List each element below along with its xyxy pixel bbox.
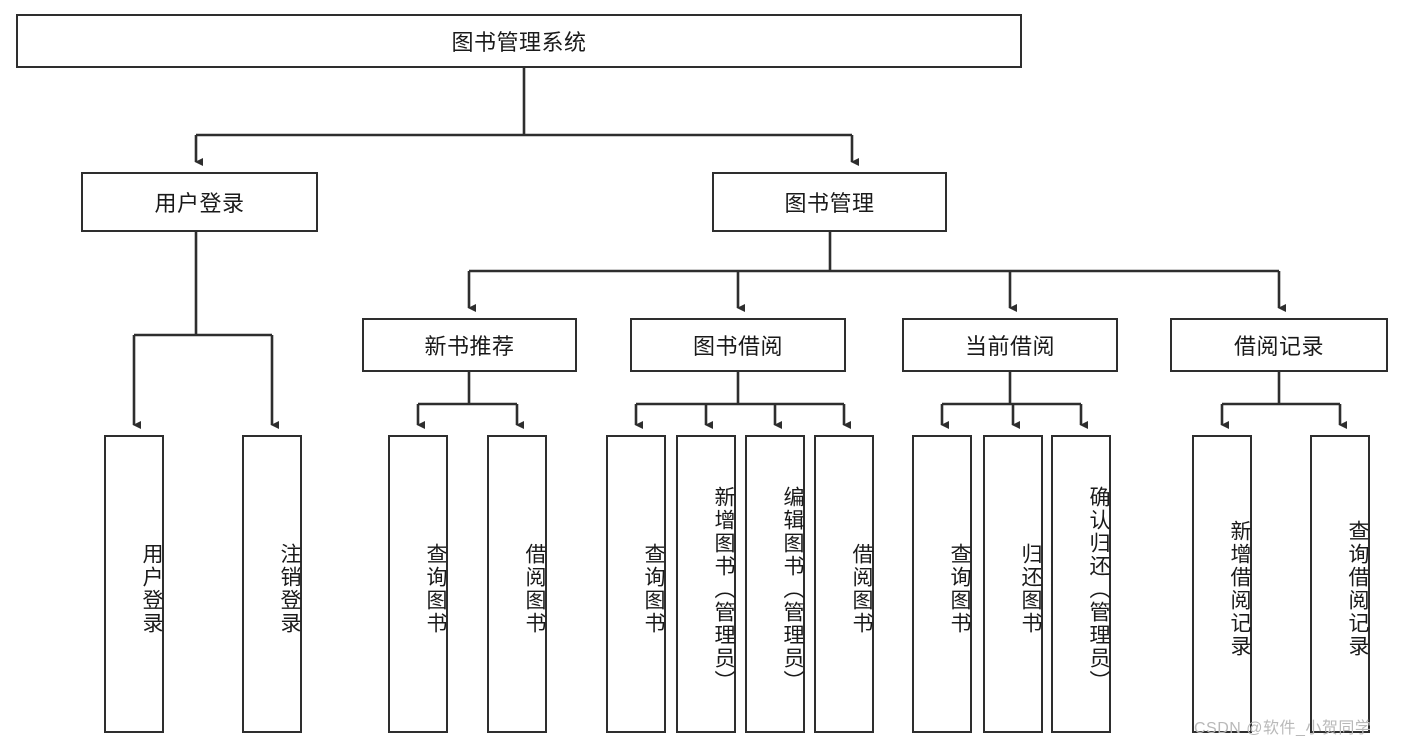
node-leaf-logout[interactable]: 注销登录: [242, 435, 302, 733]
node-label-borrow-record: 借阅记录: [1233, 334, 1324, 359]
node-leaf-add-record[interactable]: 新增借阅记录: [1192, 435, 1252, 733]
node-leaf-confirm-return[interactable]: 确认归还（管理员）: [1051, 435, 1111, 733]
node-current-borrow[interactable]: 当前借阅: [902, 318, 1118, 372]
node-leaf-return-book[interactable]: 归还图书: [983, 435, 1043, 733]
node-book-borrow[interactable]: 图书借阅: [630, 318, 846, 372]
node-label-leaf-query-book-1: 查询图书: [424, 543, 447, 635]
node-label-leaf-return-book: 归还图书: [1019, 543, 1042, 635]
node-label-leaf-user-login: 用户登录: [140, 543, 163, 635]
csdn-watermark: CSDN @软件_小贺同学: [1194, 720, 1372, 737]
node-label-leaf-confirm-return: 确认归还（管理员）: [1087, 485, 1110, 693]
node-leaf-borrow-book-2[interactable]: 借阅图书: [814, 435, 874, 733]
node-label-book-borrow: 图书借阅: [692, 334, 783, 359]
node-label-leaf-query-book-2: 查询图书: [642, 543, 665, 635]
node-label-leaf-borrow-book-1: 借阅图书: [523, 543, 546, 635]
node-root[interactable]: 图书管理系统: [16, 14, 1022, 68]
node-user-login[interactable]: 用户登录: [81, 172, 318, 232]
node-label-leaf-edit-book: 编辑图书（管理员）: [781, 485, 804, 693]
node-label-leaf-query-book-3: 查询图书: [948, 543, 971, 635]
node-label-leaf-add-book: 新增图书（管理员）: [712, 485, 735, 693]
node-leaf-query-book-3[interactable]: 查询图书: [912, 435, 972, 733]
node-leaf-edit-book[interactable]: 编辑图书（管理员）: [745, 435, 805, 733]
node-leaf-add-book[interactable]: 新增图书（管理员）: [676, 435, 736, 733]
node-leaf-query-book-2[interactable]: 查询图书: [606, 435, 666, 733]
node-label-root: 图书管理系统: [451, 30, 587, 55]
node-label-leaf-borrow-book-2: 借阅图书: [850, 543, 873, 635]
node-label-leaf-query-record: 查询借阅记录: [1346, 520, 1369, 658]
node-label-leaf-logout: 注销登录: [278, 543, 301, 635]
node-leaf-borrow-book-1[interactable]: 借阅图书: [487, 435, 547, 733]
node-label-book-manage: 图书管理: [784, 191, 875, 216]
node-borrow-record[interactable]: 借阅记录: [1170, 318, 1388, 372]
node-label-new-book-rec: 新书推荐: [424, 334, 515, 359]
node-label-current-borrow: 当前借阅: [964, 334, 1055, 359]
node-leaf-query-book-1[interactable]: 查询图书: [388, 435, 448, 733]
node-book-manage[interactable]: 图书管理: [712, 172, 947, 232]
node-leaf-user-login[interactable]: 用户登录: [104, 435, 164, 733]
node-label-leaf-add-record: 新增借阅记录: [1228, 520, 1251, 658]
node-label-user-login: 用户登录: [154, 191, 245, 216]
node-leaf-query-record[interactable]: 查询借阅记录: [1310, 435, 1370, 733]
node-new-book-rec[interactable]: 新书推荐: [362, 318, 577, 372]
